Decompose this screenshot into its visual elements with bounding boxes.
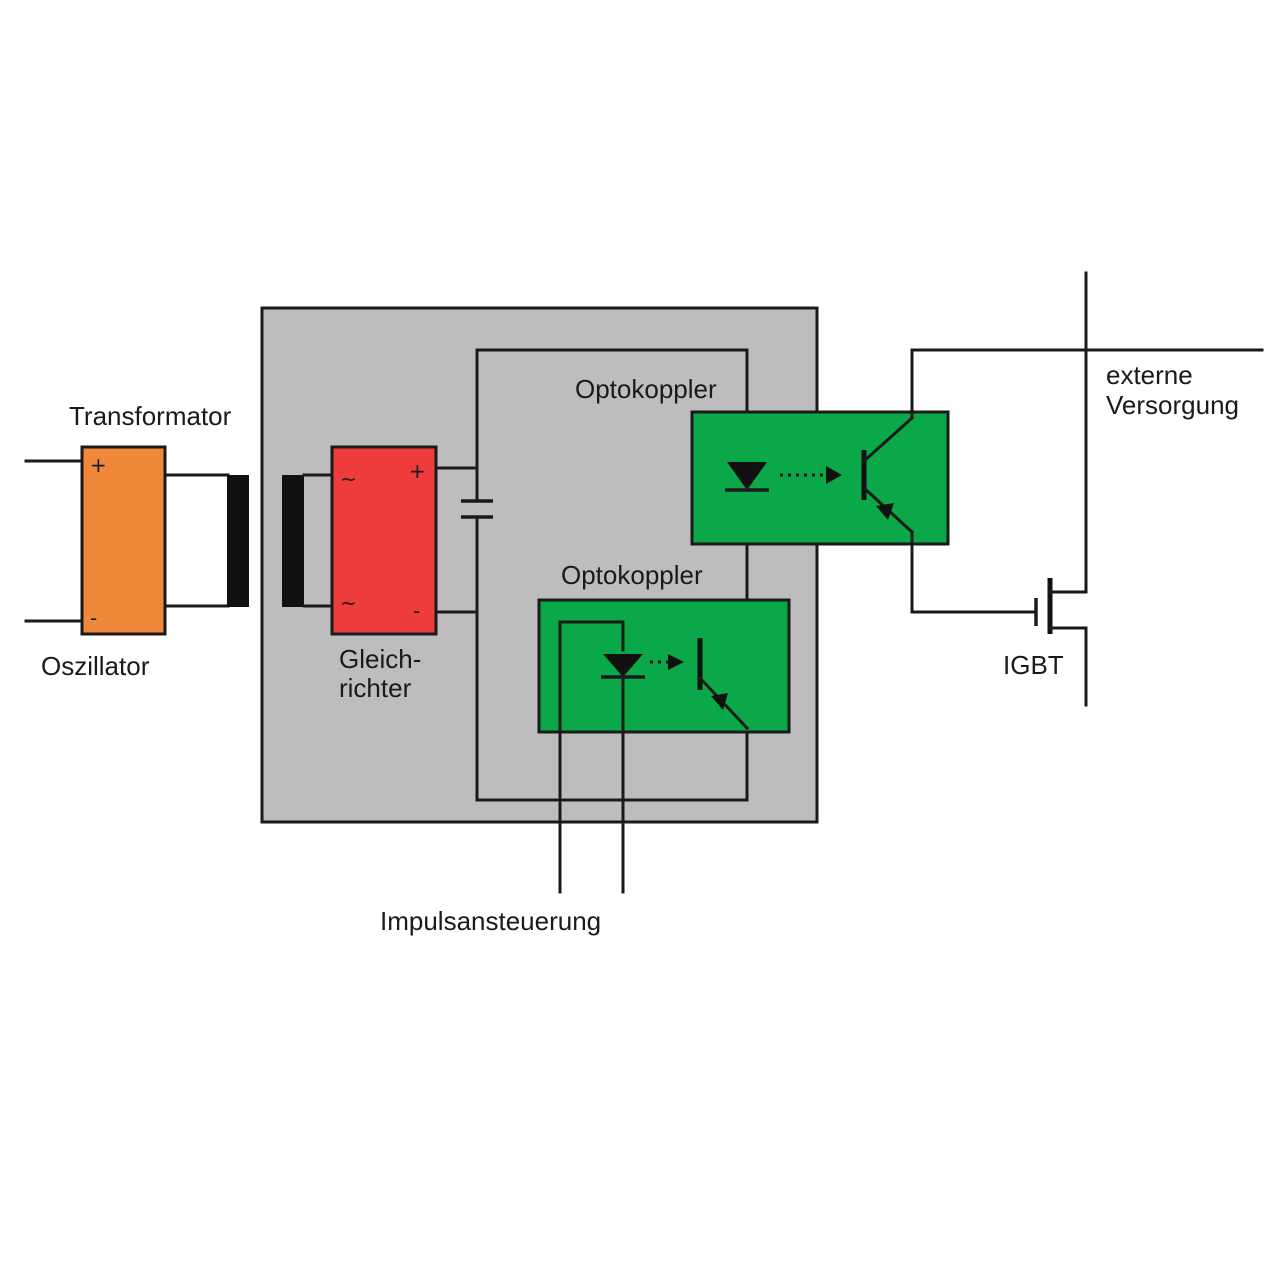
oscillator-minus-sign: - <box>90 606 97 630</box>
optokoppler-bottom-label: Optokoppler <box>561 560 703 590</box>
optocoupler-bottom-light-arrow-icon <box>650 654 684 670</box>
transformator-label: Transformator <box>69 401 232 431</box>
gleichrichter-label-line2: richter <box>339 673 412 703</box>
rectifier: ~ ~ + - <box>330 445 438 636</box>
optocoupler-top-box <box>690 410 950 546</box>
impulsansteuerung-label: Impulsansteuerung <box>380 906 601 936</box>
optocoupler-bottom-led-icon <box>601 654 645 679</box>
optokoppler-top-label: Optokoppler <box>575 374 717 404</box>
rectifier-box <box>330 445 438 636</box>
optocoupler-top-light-arrow-icon <box>780 466 842 484</box>
gleichrichter-label-line1: Gleich- <box>339 644 421 674</box>
oszillator-label: Oszillator <box>41 651 150 681</box>
rectifier-ac-bottom: ~ <box>340 591 357 615</box>
oscillator-input-leads <box>24 459 84 623</box>
transformer <box>163 473 334 608</box>
oscillator-plus-sign: + <box>90 453 107 477</box>
optocoupler-top-phototransistor-icon <box>861 415 915 535</box>
output-wiring <box>910 348 1264 614</box>
oscillator-box <box>80 445 167 636</box>
optocoupler-top-led-icon <box>725 462 769 492</box>
optocoupler-bottom <box>537 598 791 894</box>
rectifier-ac-top: ~ <box>340 467 357 491</box>
optocoupler-bottom-box <box>537 598 791 734</box>
optocoupler-top <box>690 410 950 546</box>
smoothing-capacitor <box>461 499 493 519</box>
transformer-primary-winding <box>227 475 249 607</box>
oscillator: + - <box>80 445 167 636</box>
rectifier-plus: + <box>409 459 426 483</box>
rectifier-minus: - <box>413 599 420 623</box>
externe-versorgung-label-line2: Versorgung <box>1106 390 1239 420</box>
optocoupler-bottom-phototransistor-icon <box>697 638 750 731</box>
externe-versorgung-label-line1: externe <box>1106 360 1193 390</box>
igbt-icon <box>1034 271 1088 707</box>
igbt-label: IGBT <box>1003 650 1064 680</box>
transformer-secondary-winding <box>282 475 304 607</box>
